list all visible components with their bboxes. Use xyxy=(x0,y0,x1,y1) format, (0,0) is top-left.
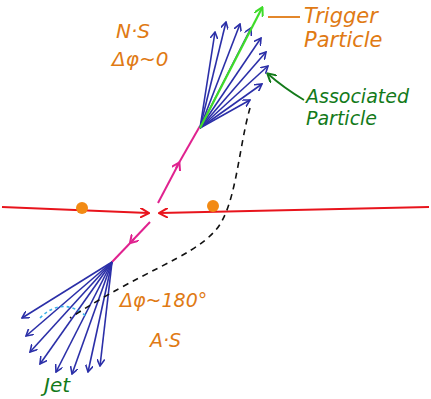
delta-phi-label: Δφ~180° xyxy=(120,290,230,312)
trigger-callout: Trigger Particle xyxy=(304,4,404,52)
jet-label: Jet xyxy=(44,374,104,397)
associated-callout: Associated Particle xyxy=(306,86,426,130)
delta-phi-label: Δφ~0 xyxy=(112,48,192,71)
near-side-label: N·S xyxy=(116,20,196,43)
away-side-label: A·S xyxy=(150,330,210,352)
